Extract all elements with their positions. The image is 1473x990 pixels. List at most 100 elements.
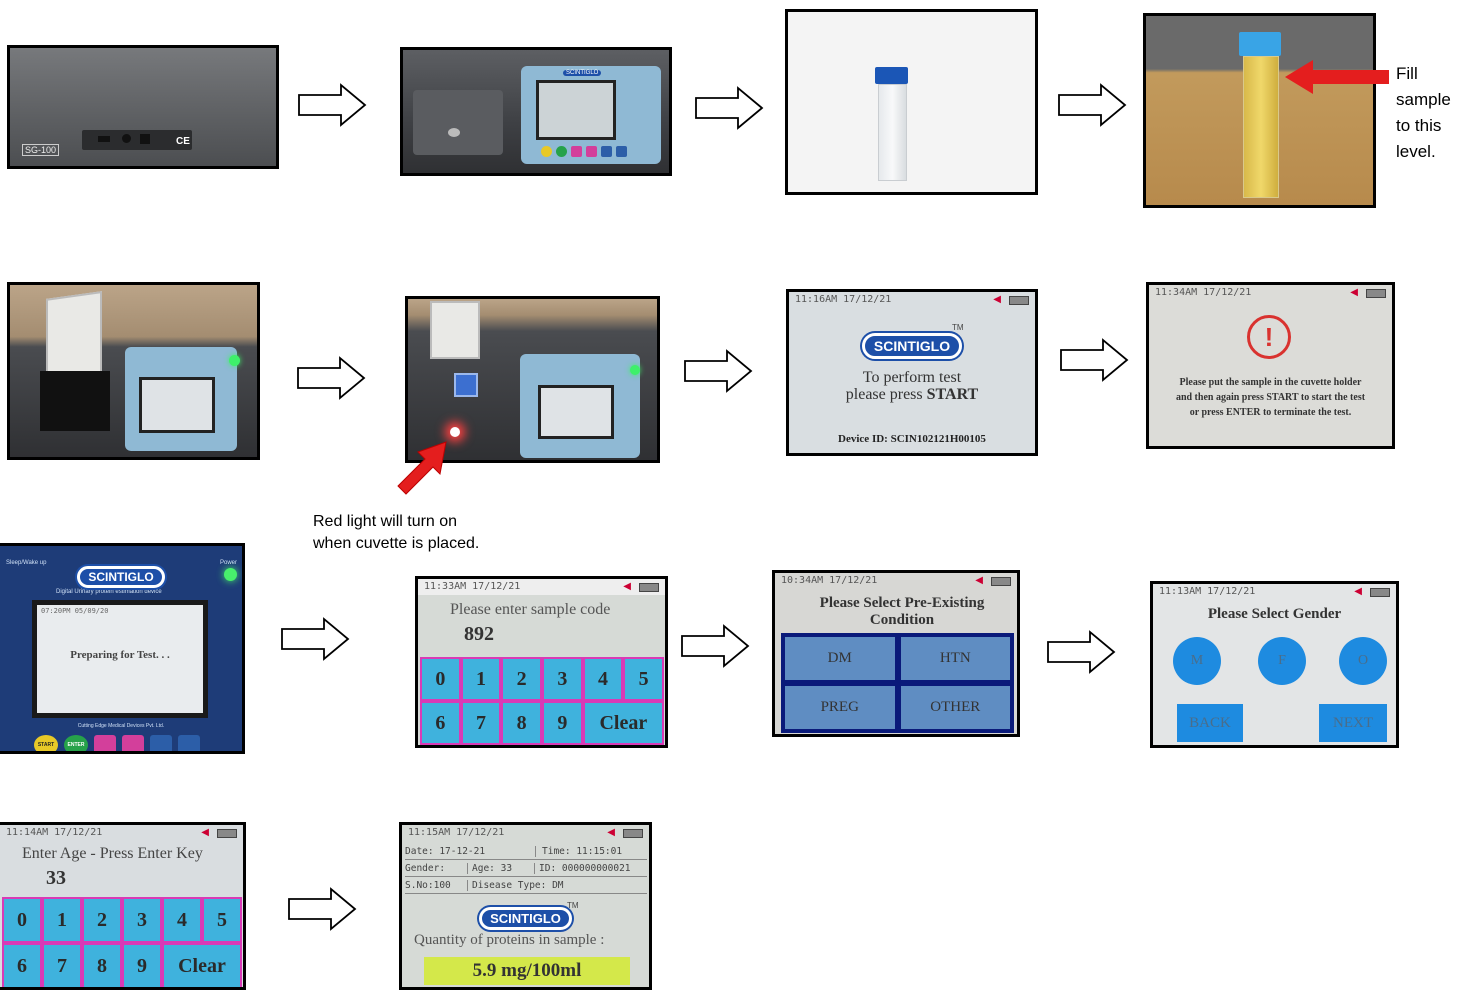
condition-option-preg-label: PREG: [820, 699, 859, 715]
keypad-key-1[interactable]: 1: [460, 657, 502, 701]
keypad-key-5[interactable]: 5: [202, 897, 242, 943]
device-id: Device ID: SCIN102121H00105: [838, 433, 986, 445]
start-screen: 11:16AM 17/12/21 ◀ TM SCINTIGLO To perfo…: [786, 289, 1038, 456]
result-label: Quantity of proteins in sample :: [414, 932, 605, 948]
device-top-photo: SCINTIGLO: [400, 47, 672, 176]
tm-mark: TM: [952, 323, 964, 332]
place-sample-screen: 11:34AM 17/12/21 ◀ ! Please put the samp…: [1146, 282, 1395, 449]
next-button-label: NEXT: [1333, 714, 1373, 731]
fill-level-note: Fill sample to this level.: [1396, 64, 1451, 161]
battery-icon: [623, 829, 643, 838]
red-light-note: Red light will turn on when cuvette is p…: [313, 513, 480, 552]
keypad-key-0[interactable]: 0: [2, 897, 42, 943]
keypad-key-6[interactable]: 6: [2, 943, 42, 987]
result-date: Date: 17-12-21: [405, 845, 486, 857]
condition-grid: DM HTN PREG OTHER: [781, 633, 1014, 733]
faceplate-screen: [139, 377, 215, 433]
flow-arrow-4: [296, 356, 366, 400]
status-bar: 10:34AM 17/12/21: [781, 575, 878, 586]
prep-brand-wrap: SCINTIGLO: [0, 566, 242, 588]
menu-button: [601, 146, 612, 157]
place-sample-text: Please put the sample in the cuvette hol…: [1175, 377, 1366, 418]
flow-arrow-7: [280, 617, 350, 661]
keypad-key-7[interactable]: 7: [42, 943, 82, 987]
keypad-key-9[interactable]: 9: [122, 943, 162, 987]
brand-logo: SCINTIGLO: [861, 333, 963, 359]
keypad-key-2[interactable]: 2: [501, 657, 542, 701]
prep-power-led: [224, 568, 237, 581]
down-button: [586, 146, 597, 157]
start-line-2-prefix: please press: [845, 386, 927, 403]
keypad-key-6[interactable]: 6: [420, 701, 461, 745]
gender-option-m[interactable]: M: [1173, 637, 1221, 685]
keypad-key-4[interactable]: 4: [582, 657, 624, 701]
battery-icon: [1009, 296, 1029, 305]
status-bar: 11:16AM 17/12/21: [795, 294, 892, 305]
age-prompt: Enter Age - Press Enter Key: [22, 845, 203, 862]
placed-cuvette: [454, 373, 478, 397]
keypad-key-1[interactable]: 1: [42, 897, 82, 943]
condition-title: Please Select Pre-Existing Condition: [819, 595, 985, 628]
sample-code-value: 892: [464, 623, 494, 645]
prep-power-label: Power: [220, 560, 238, 566]
result-disease: Disease Type: DM: [467, 879, 564, 891]
keypad-key-8[interactable]: 8: [82, 943, 122, 987]
condition-option-other[interactable]: OTHER: [900, 686, 1010, 729]
device-brand-label: SCINTIGLO: [563, 70, 602, 76]
condition-option-htn-label: HTN: [939, 650, 971, 666]
speaker-icon: ◀: [201, 827, 209, 838]
keypad-key-5[interactable]: 5: [623, 657, 664, 701]
gender-option-f-label: F: [1278, 653, 1286, 668]
result-brand-logo: SCINTIGLO: [479, 907, 572, 930]
battery-icon: [1366, 289, 1386, 298]
prep-brand-logo: SCINTIGLO: [77, 566, 165, 588]
gender-option-o[interactable]: O: [1339, 637, 1387, 685]
device-screen: [536, 80, 616, 140]
condition-option-htn[interactable]: HTN: [900, 637, 1010, 680]
keypad-key-2[interactable]: 2: [82, 897, 122, 943]
flow-arrow-10: [287, 887, 357, 931]
keypad-clear-key[interactable]: Clear: [582, 701, 664, 745]
gender-option-o-label: O: [1357, 653, 1369, 668]
battery-icon: [1370, 588, 1390, 597]
cuvette-body: [878, 84, 907, 181]
start-line-2: please press START: [789, 386, 1035, 404]
back-button[interactable]: BACK: [1177, 704, 1243, 742]
keypad-key-0[interactable]: 0: [420, 657, 461, 701]
device-button-row: [541, 146, 627, 157]
device-open-photo: [7, 282, 260, 460]
result-info-table: Date: 17-12-21 Time: 11:15:01 Gender: Ag…: [405, 843, 647, 894]
ce-mark: CE: [176, 136, 190, 147]
battery-icon: [217, 829, 237, 838]
prep-menu-button: [150, 735, 172, 751]
usb-b-port: [140, 134, 150, 144]
keypad-key-9[interactable]: 9: [542, 701, 583, 745]
power-jack: [122, 134, 131, 143]
next-button[interactable]: NEXT: [1319, 704, 1387, 742]
back-button-label: BACK: [1189, 714, 1231, 731]
placed-screen: [538, 385, 614, 439]
placed-lid: [430, 301, 480, 359]
keypad-key-4[interactable]: 4: [162, 897, 202, 943]
keypad-clear-key[interactable]: Clear: [162, 943, 242, 987]
start-button: [541, 146, 552, 157]
condition-screen: 10:34AM 17/12/21 ◀ Please Select Pre-Exi…: [772, 570, 1020, 737]
status-bar: 11:34AM 17/12/21: [1155, 287, 1252, 298]
keypad-key-3[interactable]: 3: [542, 657, 583, 701]
device-port-panel: [82, 130, 192, 150]
result-sno: S.No:100: [405, 879, 451, 891]
warning-mark: !: [1264, 321, 1274, 352]
keypad-key-8[interactable]: 8: [501, 701, 542, 745]
result-screen: 11:15AM 17/12/21 ◀ Date: 17-12-21 Time: …: [399, 822, 652, 990]
result-age: Age: 33: [467, 862, 534, 874]
result-tm-mark: TM: [567, 901, 579, 910]
model-label: SG-100: [22, 144, 60, 156]
keypad-key-3[interactable]: 3: [122, 897, 162, 943]
filled-cuvette-cap: [1239, 32, 1281, 56]
condition-option-preg[interactable]: PREG: [785, 686, 895, 729]
condition-option-dm[interactable]: DM: [785, 637, 895, 680]
gender-option-f[interactable]: F: [1258, 637, 1306, 685]
keypad-key-7[interactable]: 7: [460, 701, 502, 745]
